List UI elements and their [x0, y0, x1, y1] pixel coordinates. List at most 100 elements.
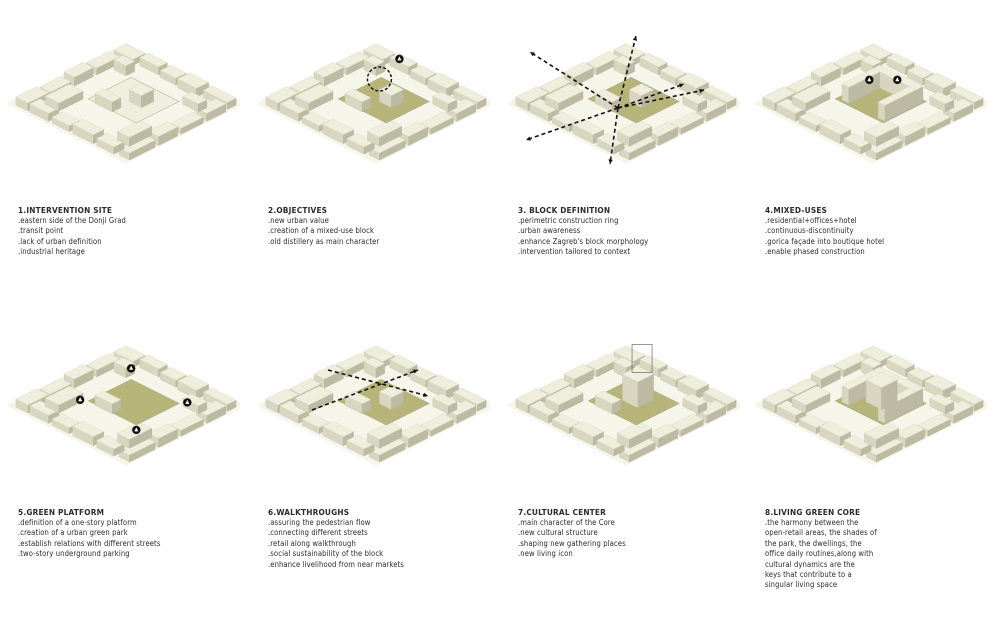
city-block — [116, 119, 153, 147]
strategy-panel-7: 7.CULTURAL CENTER.main character of the … — [508, 330, 740, 558]
panel-bullets: .perimetric construction ring.urban awar… — [518, 216, 738, 258]
city-block — [865, 436, 903, 463]
city-block — [397, 423, 429, 448]
panel-title: 7.CULTURAL CENTER — [518, 507, 607, 517]
panel-bullet-line: .enable phased construction — [765, 247, 865, 257]
dashed-arrow — [617, 83, 685, 109]
panel-bullet-line: .transit point — [18, 226, 64, 236]
city-block — [294, 83, 334, 112]
access-arrow-icon — [395, 54, 404, 64]
panel-bullet-line: .two-story underground parking — [18, 549, 130, 559]
panel-bullet-line: .social sustainability of the block — [268, 549, 384, 559]
dashed-arrow — [608, 107, 619, 165]
city-block — [63, 364, 94, 389]
city-block — [616, 119, 653, 147]
city-block — [563, 364, 594, 389]
city-block — [346, 435, 375, 457]
city-block — [865, 134, 903, 161]
access-arrow-icon — [893, 75, 902, 85]
city-block — [696, 98, 727, 122]
panel-caption: 5.GREEN PLATFORM.definition of a one-sto… — [18, 507, 238, 560]
city-block — [113, 55, 136, 77]
panel-bullet-line: .enhance Zagreb's block morphology — [518, 236, 649, 246]
panel-bullet-line: cultural dynamics are the — [765, 559, 855, 569]
city-block — [432, 91, 458, 113]
panel-bullet-line: .main character of the Core — [518, 518, 615, 527]
city-block — [182, 91, 208, 113]
tower-block — [594, 390, 622, 415]
panel-bullet-line: .intervention tailored to context — [518, 247, 631, 257]
panel-bullet-line: .old distillery as main character — [268, 236, 380, 246]
access-arrow-icon — [132, 425, 141, 435]
panel-bullet-line: .residential+offices+hotel — [765, 216, 857, 225]
city-block — [366, 421, 403, 449]
city-block — [791, 83, 831, 112]
isometric-massing-1 — [8, 43, 240, 164]
city-block — [44, 83, 84, 112]
city-block — [929, 393, 955, 415]
tower-block — [344, 88, 372, 113]
city-block — [346, 133, 375, 155]
city-block — [596, 435, 625, 457]
panel-caption: 6.WALKTHROUGHS.assuring the pedestrian f… — [268, 507, 488, 570]
city-block — [63, 62, 94, 87]
city-block — [572, 421, 605, 447]
city-block — [776, 98, 807, 122]
panel-bullet-line: .creation of a mixed-use block — [268, 226, 375, 236]
dashed-arrow — [617, 88, 705, 109]
tower-block — [622, 366, 654, 409]
panel-bullet-line: keys that contribute to a — [765, 570, 852, 580]
city-block — [366, 119, 403, 147]
access-arrow-icon — [865, 75, 874, 85]
panel-bullet-line: .gorica façade into boutique hotel — [765, 236, 885, 246]
panel-title: 8.LIVING GREEN CORE — [765, 507, 861, 517]
panel-bullet-line: .perimetric construction ring — [518, 216, 619, 225]
city-block — [389, 354, 418, 378]
panel-bullet-line: .lack of urban definition — [18, 236, 102, 246]
strategy-panel-5: 5.GREEN PLATFORM.definition of a one-sto… — [8, 330, 240, 558]
isometric-massing-2 — [258, 43, 490, 164]
city-block — [682, 91, 708, 113]
city-block — [368, 436, 406, 463]
panel-bullet-line: open-retail areas, the shades of — [765, 528, 877, 538]
access-arrow-icon — [75, 395, 85, 405]
tower-block — [128, 83, 154, 108]
city-block — [118, 134, 156, 161]
panel-caption: 2.OBJECTIVES.new urban value.creation of… — [268, 205, 488, 247]
city-block — [72, 119, 105, 145]
panel-caption: 4.MIXED-USES.residential+offices+hotel.c… — [765, 205, 985, 258]
city-block — [279, 98, 310, 122]
panel-title: 3. BLOCK DEFINITION — [518, 205, 611, 215]
city-block — [544, 385, 584, 414]
strategy-panel-4: 4.MIXED-USES.residential+offices+hotel.c… — [755, 28, 987, 256]
dashed-arrow — [525, 107, 619, 141]
panel-bullets: .new urban value.creation of a mixed-use… — [268, 216, 488, 247]
dashed-arrow — [617, 35, 638, 109]
tower-block — [378, 83, 404, 108]
isometric-massing-5 — [8, 345, 240, 466]
dashed-arrow — [327, 369, 429, 397]
city-block — [96, 435, 125, 457]
city-block — [572, 119, 605, 145]
city-block — [810, 364, 841, 389]
panel-bullet-line: .eastern side of the Donji Grad — [18, 216, 126, 225]
access-arrow-icon — [183, 398, 192, 407]
panel-bullet-line: .urban awareness — [518, 226, 581, 236]
access-arrow-icon — [126, 364, 136, 373]
dashed-arrow — [529, 51, 619, 109]
city-block — [647, 121, 679, 146]
panel-bullets: .definition of a one-story platform.crea… — [18, 518, 238, 560]
dashed-arrow — [311, 369, 419, 411]
panel-title: 2.OBJECTIVES — [268, 205, 328, 215]
city-block — [363, 357, 386, 379]
isometric-massing-3 — [508, 35, 740, 165]
panel-bullets: .main character of the Core.new cultural… — [518, 518, 738, 560]
city-block — [363, 55, 386, 77]
cultural-volume-outline — [631, 344, 653, 373]
city-block — [596, 133, 625, 155]
city-block — [682, 393, 708, 415]
tower-block — [877, 86, 917, 122]
panel-bullet-line: .new living icon — [518, 549, 573, 559]
tower-block — [94, 390, 122, 415]
